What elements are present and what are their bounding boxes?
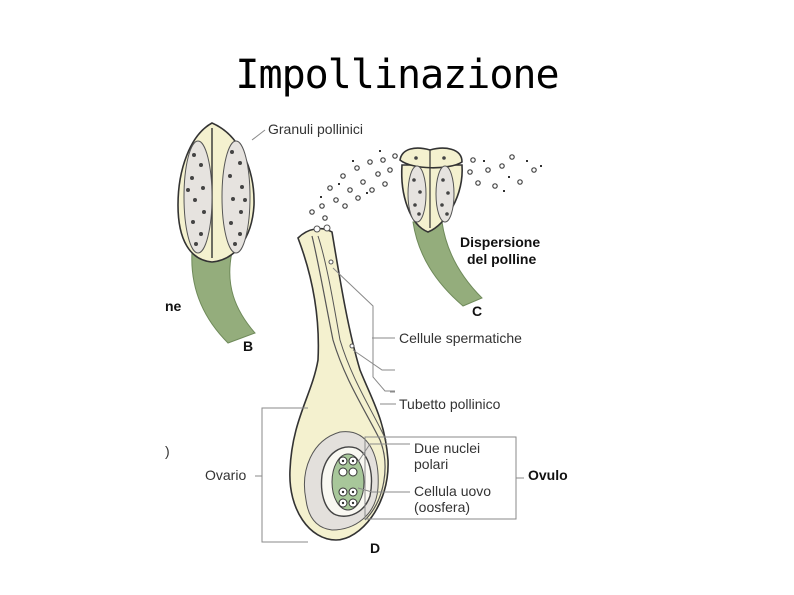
label-cellula-uovo-2: (oosfera) <box>414 499 470 515</box>
anther-b <box>177 122 266 344</box>
label-partial-left-1: ne <box>165 298 182 314</box>
label-cellule-spermatiche: Cellule spermatiche <box>399 330 522 346</box>
label-cellula-uovo-1: Cellula uovo <box>414 483 491 499</box>
label-partial-left-2: ) <box>165 443 170 459</box>
label-ovario: Ovario <box>205 467 246 483</box>
pollen-grains-b <box>186 150 247 246</box>
slide-title: Impollinazione <box>235 52 559 98</box>
label-granuli-pollinici: Granuli pollinici <box>268 121 363 137</box>
label-due-nuclei-2: polari <box>414 456 448 472</box>
anther-c <box>309 147 542 307</box>
label-dispersione-1: Dispersione <box>460 234 540 250</box>
dispersed-pollen <box>309 153 537 221</box>
panel-letter-b: B <box>243 338 253 354</box>
pistil-d <box>289 224 389 541</box>
panel-letter-c: C <box>472 303 482 319</box>
label-dispersione-2: del polline <box>467 251 536 267</box>
label-ovulo: Ovulo <box>528 467 568 483</box>
label-tubetto-pollinico: Tubetto pollinico <box>399 396 501 412</box>
label-due-nuclei-1: Due nuclei <box>414 440 480 456</box>
panel-letter-d: D <box>370 540 380 556</box>
leader-lines <box>255 267 524 543</box>
